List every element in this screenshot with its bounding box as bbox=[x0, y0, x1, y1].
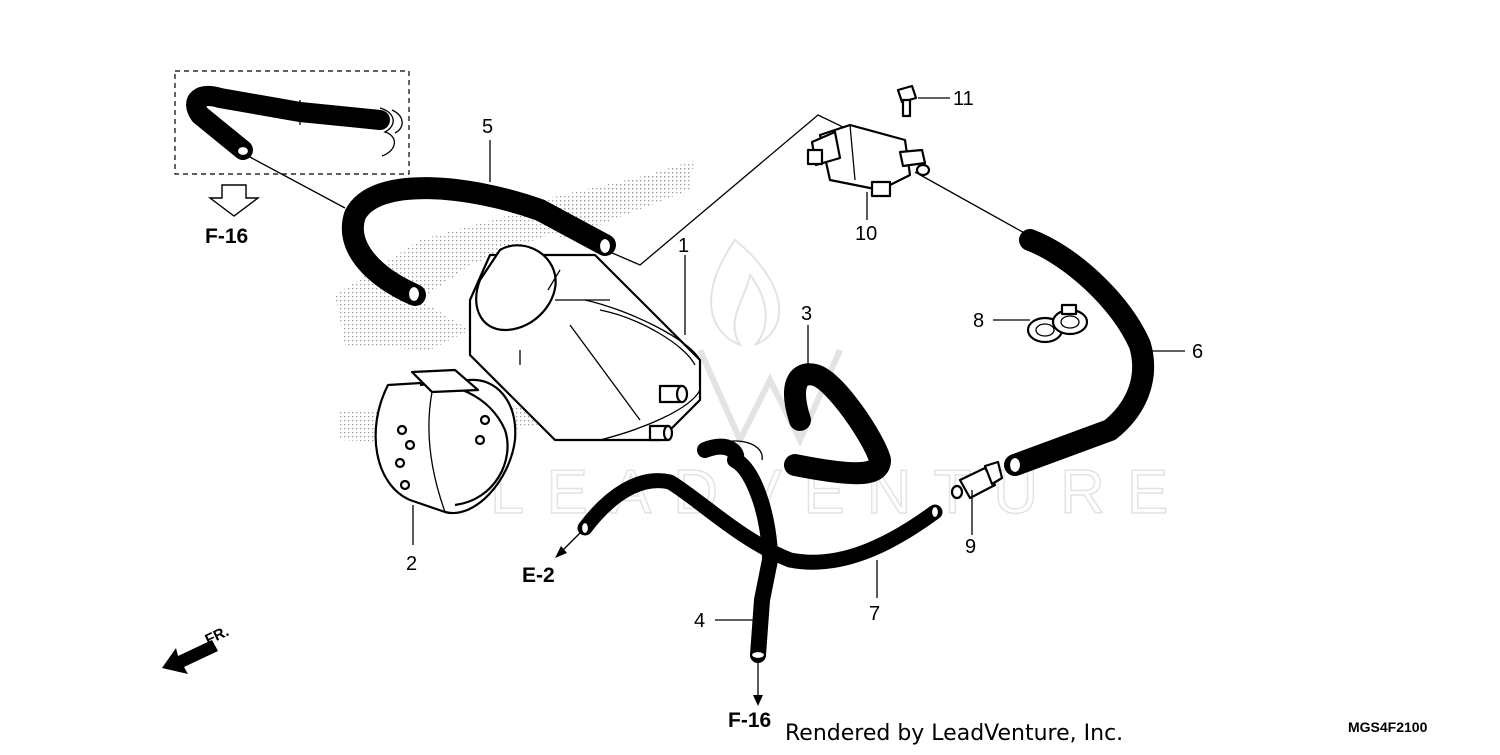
callout-7: 7 bbox=[869, 603, 880, 625]
hose-7 bbox=[555, 473, 943, 570]
ref-e2: E-2 bbox=[522, 564, 555, 587]
canister bbox=[468, 244, 702, 442]
callout-11: 11 bbox=[953, 88, 974, 110]
front-direction-indicator: FR. bbox=[162, 623, 232, 674]
callout-leaders bbox=[412, 97, 1185, 621]
callout-5: 5 bbox=[482, 116, 493, 138]
callout-9: 9 bbox=[965, 536, 976, 558]
callout-8: 8 bbox=[973, 310, 984, 332]
clip-8 bbox=[1026, 303, 1089, 344]
check-valve-9 bbox=[950, 460, 1004, 500]
reference-box bbox=[174, 70, 410, 217]
callout-3: 3 bbox=[801, 303, 812, 325]
credit-text: Rendered by LeadVenture, Inc. bbox=[785, 721, 1123, 746]
solenoid-valve-10 bbox=[806, 123, 931, 198]
callout-6: 6 bbox=[1192, 341, 1203, 363]
hose-6 bbox=[914, 171, 1155, 476]
leader-5-to-10 bbox=[609, 114, 846, 266]
ref-f16-bottom: F-16 bbox=[728, 709, 771, 732]
callout-2: 2 bbox=[406, 553, 417, 575]
callout-labels: 1 2 3 4 5 6 7 8 9 10 11 bbox=[406, 88, 1203, 632]
diagram-code: MGS4F2100 bbox=[1348, 719, 1428, 735]
hose-5 bbox=[341, 177, 616, 306]
front-label: FR. bbox=[203, 623, 232, 649]
ref-f16-top: F-16 bbox=[205, 225, 248, 248]
band-2 bbox=[374, 368, 517, 515]
hose-3 bbox=[784, 363, 891, 485]
leader-box-hose bbox=[247, 155, 346, 209]
callout-10: 10 bbox=[855, 223, 877, 245]
bolt-11 bbox=[896, 84, 918, 118]
callout-4: 4 bbox=[694, 610, 705, 632]
callout-1: 1 bbox=[678, 235, 689, 257]
